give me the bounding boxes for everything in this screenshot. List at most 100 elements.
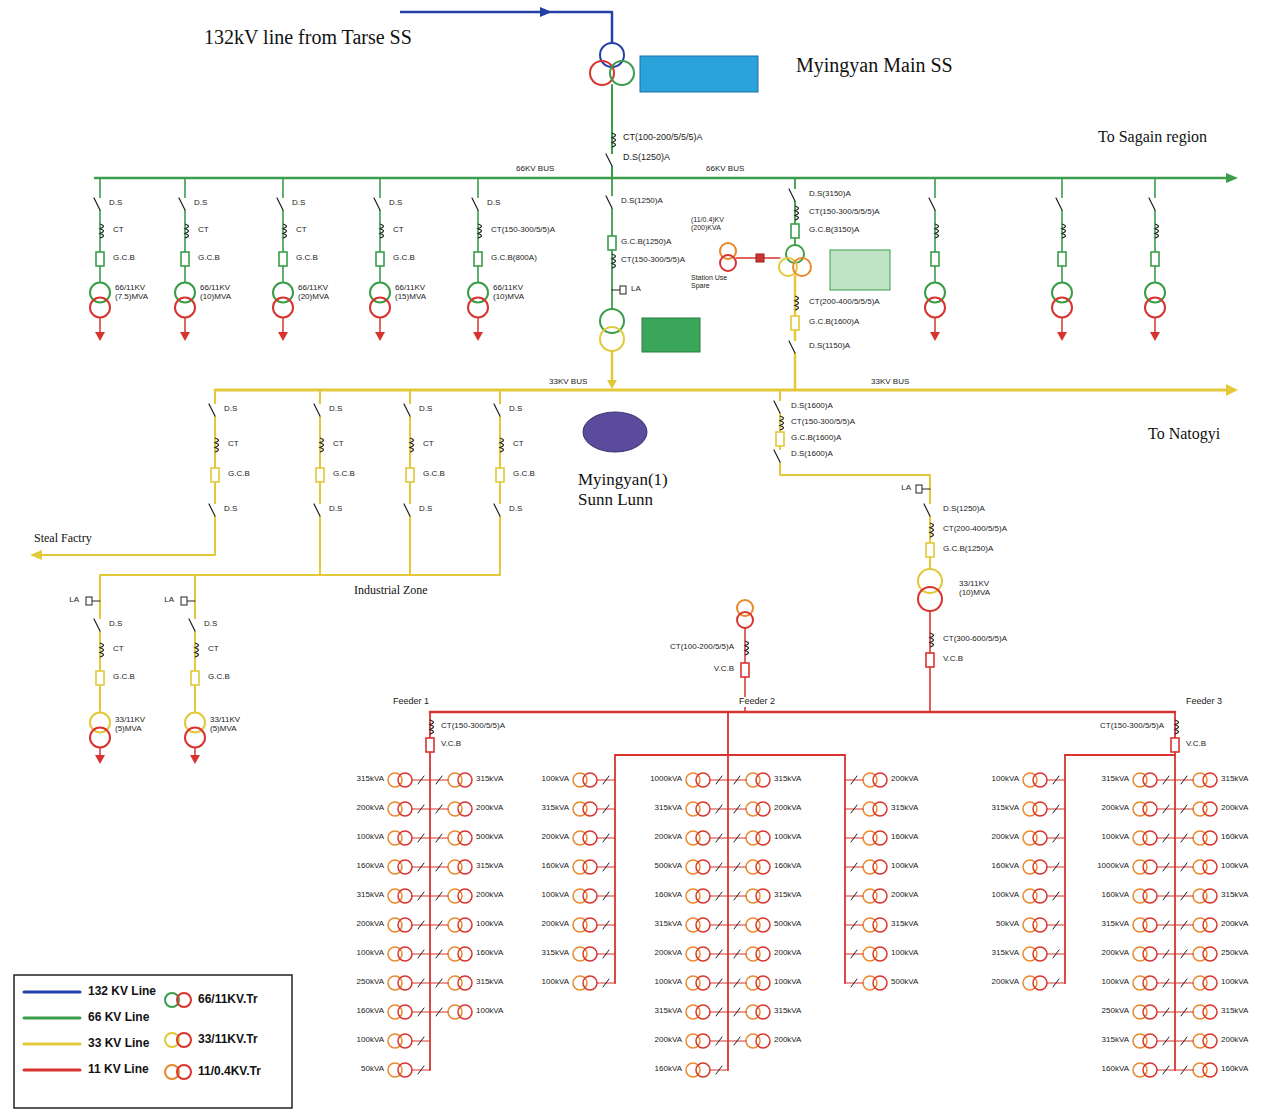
annotation-box: Industrial Zone [348, 582, 434, 600]
rating-label: 160kVA [654, 1065, 683, 1074]
rating-label: 200kVA [654, 1036, 683, 1045]
rating-label: 160kVA [356, 862, 385, 871]
annotation-text: Myingyan Main SS [796, 54, 953, 77]
arrow-head [95, 755, 105, 764]
equipment-label: CT(200-400/5/5/5)A [808, 298, 881, 307]
rating-label: 1000kVA [1096, 862, 1130, 871]
fuse-switch [1181, 805, 1187, 813]
fuse-switch [851, 921, 857, 929]
transformer-winding [273, 298, 293, 318]
fuse-switch [734, 834, 740, 842]
fuse-switch [1163, 1037, 1169, 1045]
rating-label: 100kVA [1220, 978, 1249, 987]
switch-gap [193, 619, 198, 631]
wire [99, 318, 101, 332]
equipment-label: 33/11KV (5)MVA [209, 716, 259, 734]
equipment-label: G.C.B [332, 470, 356, 479]
switch-gap [408, 404, 413, 416]
transformer-winding [873, 773, 887, 787]
equipment-label: G.C.B [207, 673, 231, 682]
rating-label: 160kVA [890, 833, 919, 842]
transformer-winding [1143, 976, 1157, 990]
rating-label: 315kVA [654, 920, 683, 929]
rating-label: 315kVA [1101, 920, 1130, 929]
transformer-winding [756, 976, 770, 990]
transformer-winding [458, 889, 472, 903]
arrow-head [1226, 384, 1238, 396]
wire [1064, 755, 1066, 983]
rating-label: 315kVA [1220, 775, 1249, 784]
wire [379, 318, 381, 332]
current-transformer [745, 641, 749, 655]
disconnect-switch [774, 401, 780, 413]
equipment-label: LA [630, 285, 642, 294]
switch-gap [933, 198, 938, 210]
rating-label: 160kVA [1220, 833, 1249, 842]
transformer-winding [873, 831, 887, 845]
equipment-label: D.S(1600)A [790, 402, 834, 411]
fuse-switch [418, 921, 424, 929]
transformer-winding [1203, 1034, 1217, 1048]
switch-gap [778, 450, 783, 462]
rating-label: 100kVA [1101, 833, 1130, 842]
disconnect-switch [924, 504, 930, 516]
rating-label: 100kVA [475, 920, 504, 929]
equipment-label: CT(150-300/5/5)A [790, 418, 856, 427]
equipment-label: D.S [203, 620, 218, 629]
transformer-winding [1145, 298, 1165, 318]
transformer-winding [1203, 860, 1217, 874]
transformer-winding [756, 889, 770, 903]
switch-gap [610, 154, 615, 166]
current-transformer [612, 254, 616, 268]
circuit-breaker [181, 252, 189, 266]
current-transformer [795, 206, 799, 220]
transformer-winding [458, 976, 472, 990]
equipment-label: D.S(1250)A [622, 153, 671, 163]
circuit-breaker [191, 671, 199, 685]
wire [477, 318, 479, 332]
fuse-switch [603, 805, 609, 813]
fuse-switch [716, 863, 722, 871]
legend-transformer-sample [177, 1065, 191, 1079]
fuse-switch [603, 979, 609, 987]
fuse-switch [603, 892, 609, 900]
current-transformer [410, 438, 414, 452]
fuse-switch [418, 892, 424, 900]
wire [615, 754, 845, 756]
fuse-switch [418, 863, 424, 871]
wire [1154, 318, 1156, 332]
transformer-winding [756, 1005, 770, 1019]
fuse-switch [716, 1008, 722, 1016]
disconnect-switch [929, 198, 935, 210]
legend-label: 11/0.4KV.Tr [198, 1064, 261, 1078]
disconnect-switch [179, 198, 185, 210]
wire [780, 390, 930, 569]
equipment-label: D.S(1150)A [808, 342, 851, 351]
wire [794, 276, 797, 390]
disconnect-switch [774, 450, 780, 462]
legend-line-sample [24, 1017, 80, 1020]
legend-frame [14, 975, 292, 1108]
transformer-winding [756, 773, 770, 787]
equipment-label: D.S [291, 199, 306, 208]
switch-gap [498, 504, 503, 516]
legend-line-sample [24, 1069, 80, 1072]
legend-label: 33 KV Line [88, 1036, 149, 1050]
equipment-label: CT(150-300/5/5)A [440, 722, 506, 731]
circuit-breaker [1058, 252, 1066, 266]
transformer-nameplate [642, 318, 700, 352]
transformer-winding [600, 327, 624, 351]
disconnect-switch [94, 619, 100, 631]
transformer-winding [1143, 831, 1157, 845]
equipment-label: G.C.B(800A) [490, 254, 538, 263]
equipment-label: G.C.B [422, 470, 446, 479]
arrow-head [1150, 332, 1160, 341]
legend-label: 33/11KV.Tr [198, 1032, 258, 1046]
transformer-winding [756, 947, 770, 961]
transformer-winding [398, 860, 412, 874]
current-transformer [795, 296, 799, 310]
rating-label: 100kVA [1101, 978, 1130, 987]
fuse-switch [851, 776, 857, 784]
fuse-switch [418, 950, 424, 958]
transformer-winding [610, 61, 634, 85]
